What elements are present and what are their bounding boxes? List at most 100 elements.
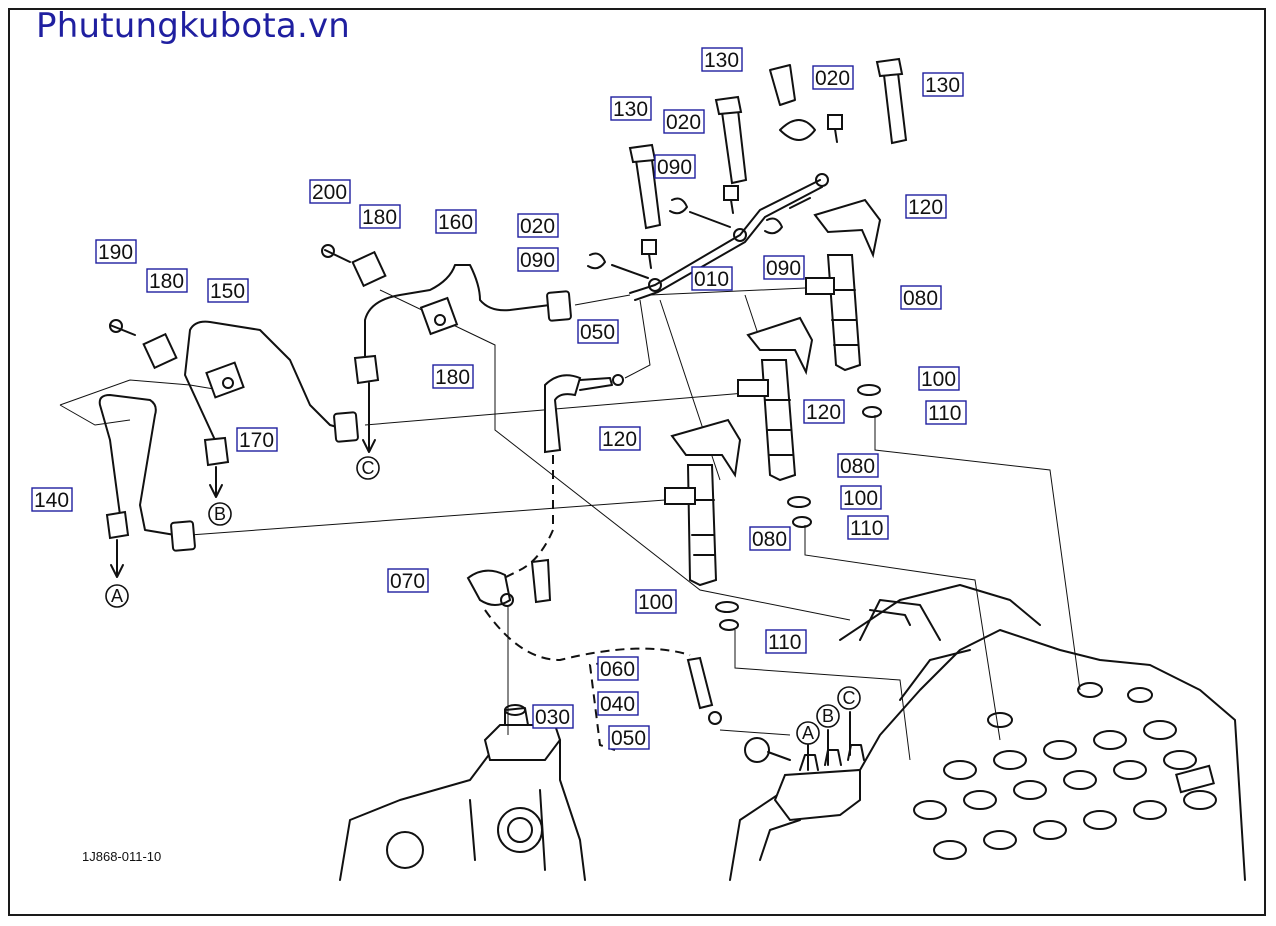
part-label-text: 090 <box>766 257 801 280</box>
part-label-text: 130 <box>613 98 648 121</box>
part-label-text: 050 <box>611 727 646 750</box>
part-label-100-b: 100 <box>840 485 882 510</box>
part-label-text: 060 <box>600 658 635 681</box>
part-label-text: 180 <box>362 206 397 229</box>
part-label-text: 180 <box>149 270 184 293</box>
part-label-text: 170 <box>239 429 274 452</box>
part-label-box <box>517 213 559 238</box>
part-label-140: 140 <box>31 487 73 512</box>
connection-marker-circle <box>837 686 861 710</box>
part-label-120-b: 120 <box>803 399 845 424</box>
part-label-150: 150 <box>207 278 249 303</box>
connection-marker-circle <box>816 704 840 728</box>
connection-marker-letter: C <box>362 458 375 478</box>
part-label-text: 020 <box>815 67 850 90</box>
part-label-190: 190 <box>95 239 137 264</box>
part-label-text: 030 <box>535 706 570 729</box>
part-label-text: 050 <box>580 321 615 344</box>
part-label-160: 160 <box>435 209 477 234</box>
logo-plate <box>1175 764 1215 794</box>
part-label-box <box>532 704 574 729</box>
part-label-080-c: 080 <box>900 285 942 310</box>
part-label-box <box>840 485 882 510</box>
leader-lines <box>59 287 1081 761</box>
part-label-170: 170 <box>236 427 278 452</box>
part-label-180-a: 180 <box>359 204 401 229</box>
part-label-text: 130 <box>925 74 960 97</box>
part-label-box <box>610 96 652 121</box>
connection-marker-b-left: B <box>208 502 232 526</box>
part-label-020-c: 020 <box>812 65 854 90</box>
part-label-text: 020 <box>666 111 701 134</box>
leakoff-fitting <box>544 64 816 454</box>
part-label-box <box>847 515 889 540</box>
diagram-frame <box>8 8 1266 916</box>
part-label-text: 140 <box>34 489 69 512</box>
part-label-text: 120 <box>908 196 943 219</box>
part-label-text: 110 <box>850 517 883 540</box>
injection-pipe-160 <box>353 264 572 385</box>
connection-marker-c-pump: C <box>837 686 861 710</box>
connection-marker-circle <box>356 456 380 480</box>
part-label-090-c: 090 <box>763 255 805 280</box>
part-label-180-c: 180 <box>432 364 474 389</box>
part-label-030: 030 <box>532 704 574 729</box>
part-label-130-c: 130 <box>922 72 964 97</box>
injection-pipe-140 <box>98 394 196 552</box>
part-label-box <box>925 400 967 425</box>
leakoff-hose-dashed <box>499 455 554 581</box>
part-label-box <box>432 364 474 389</box>
connection-marker-letter: B <box>214 504 226 524</box>
part-label-text: 090 <box>520 249 555 272</box>
head-ports <box>913 682 1217 860</box>
part-label-box <box>236 427 278 452</box>
part-label-text: 080 <box>903 287 938 310</box>
washers <box>715 384 882 631</box>
part-labels: 1301301300200200200900900900101201201200… <box>31 47 967 750</box>
part-label-010: 010 <box>691 266 733 291</box>
part-label-080-b: 080 <box>837 453 879 478</box>
part-label-text: 100 <box>921 368 956 391</box>
part-label-text: 010 <box>694 268 729 291</box>
overflow-pipe-010 <box>629 173 829 301</box>
part-label-box <box>918 366 960 391</box>
connection-marker-a-left: A <box>105 584 129 608</box>
part-label-box <box>701 47 743 72</box>
part-label-text: 180 <box>435 366 470 389</box>
part-label-070: 070 <box>387 568 429 593</box>
part-label-box <box>905 194 947 219</box>
part-label-110-a: 110 <box>765 629 807 654</box>
part-label-box <box>922 72 964 97</box>
part-label-box <box>763 255 805 280</box>
return-fitting-060 <box>686 656 722 725</box>
connection-marker-c-left: C <box>356 456 380 480</box>
connection-marker-circle <box>796 721 820 745</box>
part-label-box <box>207 278 249 303</box>
injector-right <box>805 198 882 372</box>
part-label-100-c: 100 <box>918 366 960 391</box>
part-label-box <box>146 268 188 293</box>
part-label-box <box>765 629 807 654</box>
part-label-180-b: 180 <box>146 268 188 293</box>
connection-marker-a-pump: A <box>796 721 820 745</box>
injection-pump <box>744 737 865 822</box>
part-label-box <box>597 691 639 716</box>
part-label-box <box>812 65 854 90</box>
site-title[interactable]: Phutungkubota.vn <box>36 6 351 46</box>
part-label-050-a: 050 <box>577 319 619 344</box>
part-label-040: 040 <box>597 691 639 716</box>
bolts-130 <box>628 57 908 230</box>
part-label-130-b: 130 <box>701 47 743 72</box>
part-label-text: 070 <box>390 570 425 593</box>
part-label-box <box>95 239 137 264</box>
drawing-code: 1J868-011-10 <box>82 849 162 864</box>
part-label-text: 100 <box>843 487 878 510</box>
part-label-box <box>597 656 639 681</box>
injection-pipe-150 <box>184 320 359 467</box>
part-label-box <box>387 568 429 593</box>
part-label-text: 100 <box>638 591 673 614</box>
gear-housing <box>339 704 586 881</box>
clips-090 <box>587 197 811 279</box>
